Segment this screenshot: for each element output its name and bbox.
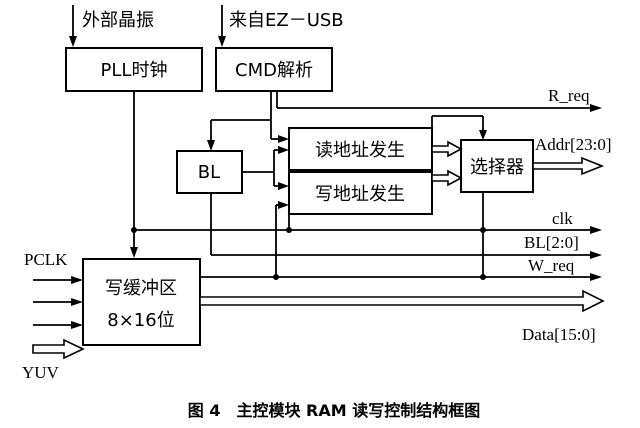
usb-input-label: 来自EZ－USB bbox=[229, 10, 344, 31]
read-to-selector-bus bbox=[431, 140, 463, 158]
buffer-input-arrowhead-2 bbox=[71, 298, 83, 306]
buffer-input-arrowhead-3 bbox=[71, 321, 83, 329]
write-buffer-size-label: 8×16位 bbox=[107, 310, 174, 331]
addr-bus bbox=[532, 156, 605, 176]
figure-caption: 图 4 主控模块 RAM 读写控制结构框图 bbox=[188, 401, 480, 420]
yuv-label: YUV bbox=[22, 363, 60, 382]
cmd-parser-block bbox=[215, 47, 333, 92]
clk-arrowhead bbox=[590, 226, 602, 234]
write-address-generator-block bbox=[288, 171, 433, 215]
read-address-generator-label: 读地址发生 bbox=[315, 140, 405, 161]
yuv-input-bus bbox=[32, 338, 85, 360]
write-buffer-block bbox=[82, 258, 201, 346]
write-buffer-label: 写缓冲区 bbox=[105, 278, 177, 299]
w-req-arrowhead bbox=[590, 273, 602, 281]
write-address-generator-label: 写地址发生 bbox=[315, 184, 405, 205]
r-req-arrowhead bbox=[590, 104, 602, 112]
data-label: Data[15:0] bbox=[522, 325, 596, 344]
cmd-to-read-arrowhead bbox=[278, 135, 289, 143]
bl-bus-label: BL[2:0] bbox=[524, 233, 579, 252]
crystal-input-label: 外部晶振 bbox=[82, 10, 154, 31]
pll-clock-block bbox=[65, 47, 203, 92]
pll-to-buffer-arrowhead bbox=[130, 247, 138, 258]
w-req-to-write-arrowhead bbox=[278, 201, 289, 209]
pll-clock-label: PLL时钟 bbox=[101, 60, 168, 81]
clk-junction-pll bbox=[131, 227, 137, 233]
crystal-input-arrowhead bbox=[69, 36, 77, 47]
bl-block bbox=[176, 150, 243, 194]
cmd-parser-label: CMD解析 bbox=[235, 60, 313, 81]
bl-to-write-arrowhead bbox=[278, 182, 289, 190]
write-to-selector-bus bbox=[431, 169, 463, 187]
cmd-to-bl-arrowhead bbox=[207, 140, 215, 151]
usb-input-arrowhead bbox=[218, 36, 226, 47]
pclk-label: PCLK bbox=[24, 250, 68, 269]
selector-top-arrowhead bbox=[479, 130, 487, 140]
selector-block bbox=[460, 139, 534, 193]
clk-label: clk bbox=[552, 209, 573, 228]
selector-label: 选择器 bbox=[470, 157, 524, 178]
data-bus bbox=[199, 289, 605, 313]
bl-label: BL bbox=[198, 162, 220, 183]
r-req-label: R_req bbox=[548, 86, 590, 105]
w-req-label: W_req bbox=[528, 256, 575, 275]
bl-to-read-arrowhead bbox=[278, 146, 289, 154]
addr-label: Addr[23:0] bbox=[535, 135, 611, 154]
pclk-input-arrowhead bbox=[71, 276, 83, 284]
bl-bus-arrowhead bbox=[590, 251, 602, 259]
